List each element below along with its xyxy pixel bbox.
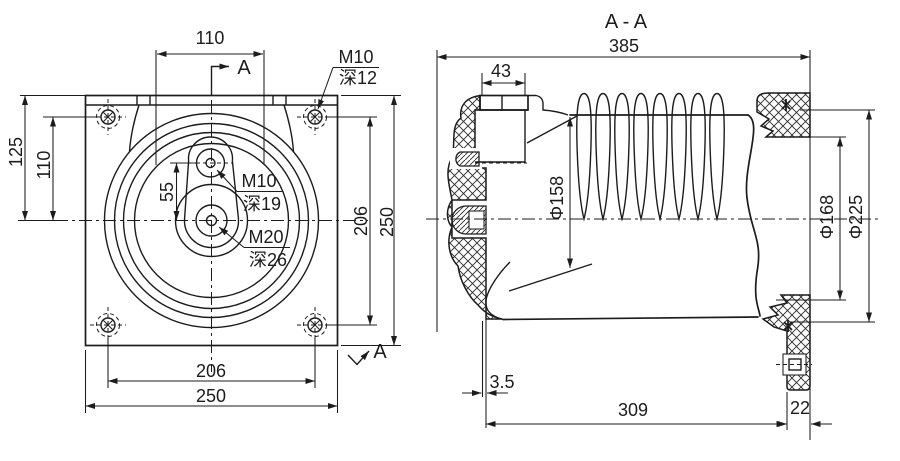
- front-view: 110 A M10 深12 125 110 55 M10 深19 M20 深26…: [6, 28, 401, 413]
- left-flange-section: [446, 94, 503, 320]
- dim-left-full: 125: [6, 137, 26, 167]
- dim-flange-width: 22: [790, 398, 810, 418]
- terminal-boss: [183, 136, 240, 249]
- mounting-plate-outline: [84, 94, 339, 347]
- spring-coils: [576, 92, 725, 222]
- dim-flange-diameter: Φ225: [846, 195, 866, 239]
- section-title: A - A: [605, 11, 648, 33]
- dim-bottom-hole-spacing: 206: [196, 361, 226, 381]
- bolt-center-mark: [783, 320, 793, 332]
- dim-face-offset: 3.5: [489, 372, 514, 392]
- center-hole-thread: M20: [248, 227, 283, 247]
- insulator-body: [485, 114, 761, 321]
- section-label-top: A: [237, 57, 251, 79]
- corner-hole-thread: M10: [338, 47, 373, 67]
- front-extension-lines: [18, 50, 401, 413]
- front-leader-lines: [216, 66, 379, 249]
- dim-hole-pitch: 55: [157, 182, 177, 202]
- section-cut-marks: [210, 63, 370, 366]
- dim-terminal-width: 43: [491, 61, 511, 81]
- section-label-bottom: A: [373, 341, 387, 363]
- dim-overall-length: 385: [609, 36, 639, 56]
- front-view-centerlines: [55, 100, 368, 372]
- dim-body-length: 309: [618, 400, 648, 420]
- section-dimension-lines: [437, 54, 872, 427]
- upper-hole-thread: M10: [241, 171, 276, 191]
- right-flange-section: [756, 50, 812, 440]
- bolt-hole-icon: [90, 99, 126, 135]
- front-dimension-lines: [22, 51, 397, 409]
- terminal-block: [475, 94, 578, 164]
- dim-top-width: 110: [196, 28, 225, 48]
- bolt-center-mark: [781, 99, 791, 111]
- terminal-lug-socket: [468, 210, 485, 230]
- upper-lug: [455, 151, 480, 167]
- insulator-rings: [103, 112, 320, 329]
- dim-right-hole-spacing: 206: [351, 206, 371, 236]
- dim-left-inner: 110: [34, 151, 54, 180]
- corner-hole-depth: 深12: [339, 68, 377, 88]
- dim-inner-diameter: Φ168: [817, 195, 837, 239]
- dim-core-diameter: Φ158: [547, 176, 567, 220]
- center-hole-depth: 深26: [249, 250, 287, 270]
- dim-right-full: 250: [377, 207, 397, 237]
- section-extension-lines: [436, 50, 875, 430]
- dim-bottom-full: 250: [196, 386, 226, 406]
- section-view: A - A 385 43 Φ158 Φ168 Φ225 3.5 309 22: [426, 11, 882, 440]
- upper-hole-depth: 深19: [243, 194, 281, 214]
